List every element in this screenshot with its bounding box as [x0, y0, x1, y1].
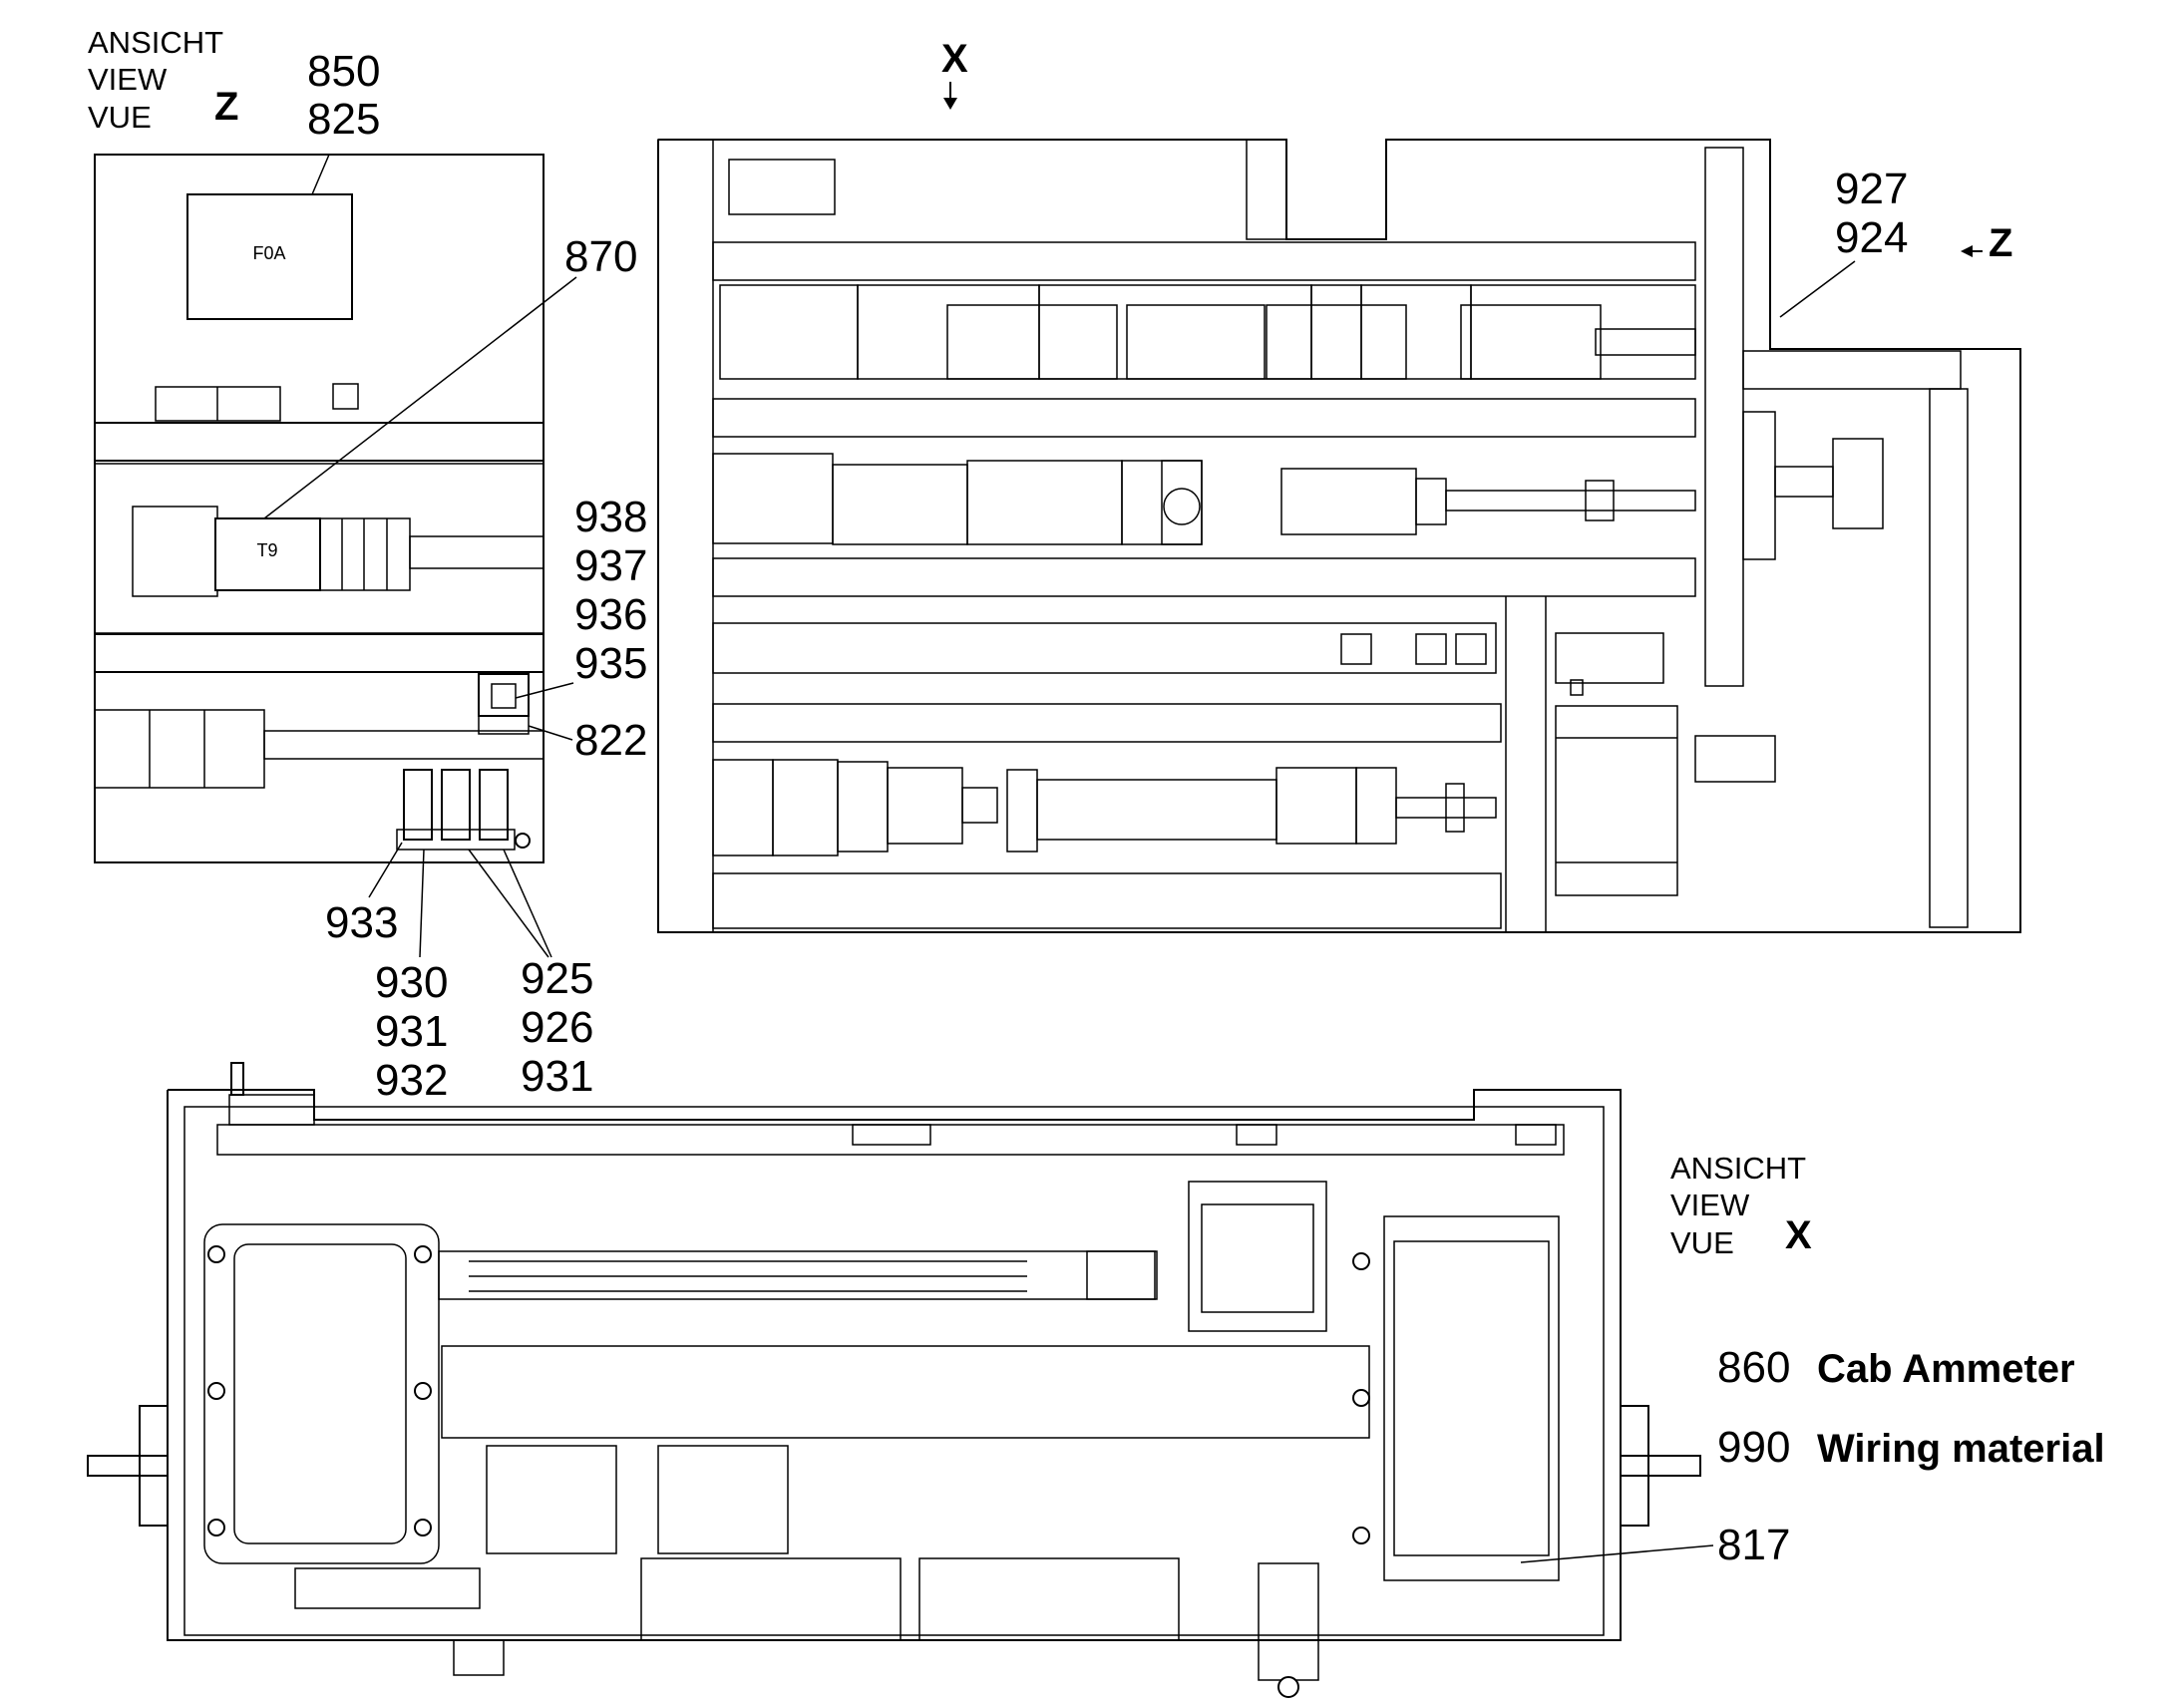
view-z-label-line3: VUE [88, 100, 152, 135]
callout-926: 926 [521, 1003, 593, 1052]
legend: 860 Cab Ammeter 990 Wiring material [1717, 1343, 2105, 1472]
f0a-component [186, 193, 353, 320]
top-right-callouts: 927 924 Z [1779, 165, 2012, 318]
legend-860-number: 860 [1717, 1343, 1790, 1392]
view-z-title: ANSICHT VIEW VUE Z [88, 25, 238, 135]
cabinet-interior-layout [657, 139, 2021, 933]
view-z-label-line1: ANSICHT [88, 25, 223, 60]
callout-932: 932 [375, 1056, 448, 1105]
callout-924: 924 [1835, 213, 1908, 262]
view-z-panel: F0A T9 [94, 154, 545, 863]
view-x-label-line3: VUE [1670, 1225, 1734, 1260]
view-x-panel [87, 1062, 1701, 1698]
callout-825: 825 [307, 95, 380, 144]
callout-870: 870 [564, 232, 637, 281]
callout-937: 937 [574, 541, 647, 590]
legend-990-text: Wiring material [1817, 1427, 2105, 1471]
callout-817: 817 [1717, 1521, 1790, 1569]
legend-990-number: 990 [1717, 1423, 1790, 1472]
view-z-letter: Z [214, 85, 238, 129]
f0a-label: F0A [252, 243, 285, 263]
callout-925: 925 [521, 954, 593, 1003]
callout-935: 935 [574, 639, 647, 688]
view-z-label-line2: VIEW [88, 62, 168, 97]
view-x-label-line1: ANSICHT [1670, 1151, 1806, 1186]
z-arrow-letter: Z [1989, 221, 2012, 265]
callout-938: 938 [574, 493, 647, 541]
view-z-callouts: 850 825 870 938 937 936 935 822 933 930 … [263, 47, 647, 1105]
view-x-callouts: 817 [1520, 1521, 1790, 1569]
callout-933: 933 [325, 898, 398, 947]
legend-860-text: Cab Ammeter [1817, 1347, 2075, 1391]
view-x-letter: X [1785, 1213, 1812, 1257]
callout-822: 822 [574, 716, 647, 765]
x-view-arrow: X [941, 37, 968, 110]
callout-850: 850 [307, 47, 380, 96]
callout-931-b: 931 [521, 1052, 593, 1101]
callout-931-a: 931 [375, 1007, 448, 1056]
callout-930: 930 [375, 958, 448, 1007]
view-x-title: ANSICHT VIEW VUE X [1670, 1151, 1812, 1260]
x-arrow-letter: X [941, 37, 968, 81]
item-935-button [478, 673, 530, 717]
callout-936: 936 [574, 590, 647, 639]
t9-label: T9 [256, 540, 277, 560]
t9-transformer [214, 517, 321, 591]
callout-927: 927 [1835, 165, 1908, 213]
view-x-label-line2: VIEW [1670, 1188, 1750, 1222]
